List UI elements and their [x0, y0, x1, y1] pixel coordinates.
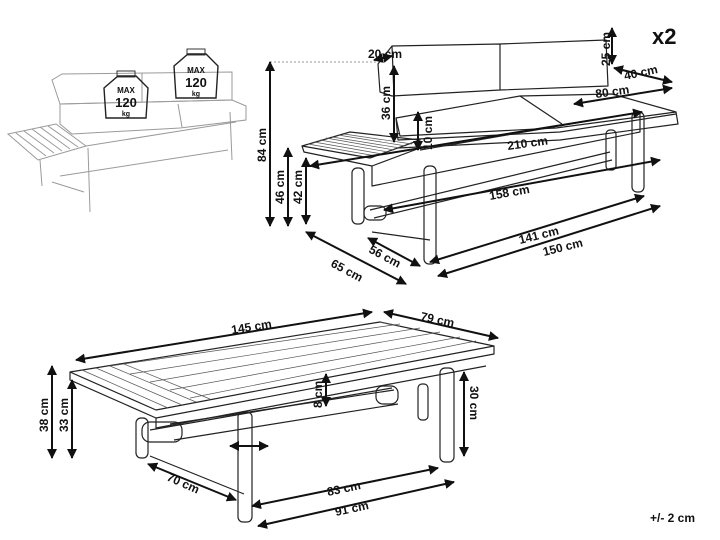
sofa-dimension-lines — [265, 27, 673, 285]
dim-cushion-length: 80 cm — [594, 82, 630, 101]
badge-back-line3: kg — [192, 91, 200, 98]
dim-table-width: 79 cm — [419, 309, 455, 330]
sofa-drawing — [270, 39, 679, 265]
dim-table-apron-height: 8 cm — [311, 381, 325, 408]
dim-table-height: 38 cm — [37, 398, 51, 432]
dim-total-height: 84 cm — [255, 128, 269, 162]
dim-seat-height: 46 cm — [273, 170, 287, 204]
dim-table-base-length: 91 cm — [334, 498, 370, 519]
dim-total-length: 210 cm — [506, 133, 548, 153]
badge-seat-line3: kg — [122, 111, 130, 118]
quantity-multiplier: x2 — [652, 24, 676, 49]
dim-table-length: 145 cm — [230, 317, 272, 337]
dim-backrest-height: 25 cm — [599, 32, 613, 66]
dim-seat-back-height: 36 cm — [379, 86, 393, 120]
table-dimension-lines — [47, 308, 499, 529]
dim-table-inner-length: 83 cm — [326, 478, 362, 499]
table-dimension-labels: 145 cm 79 cm 38 cm 33 cm 8 cm 30 cm 70 c… — [37, 309, 481, 519]
coffee-table-drawing — [69, 321, 495, 523]
badge-back-line1: MAX — [187, 66, 205, 75]
badge-seat-line1: MAX — [117, 86, 135, 95]
weight-badge-seat: MAX 120 kg — [103, 70, 149, 119]
sofa-thumbnail — [6, 71, 247, 213]
dim-cushion-depth: 40 cm — [623, 62, 659, 83]
dim-frame-length-inner: 158 cm — [488, 182, 531, 203]
dim-table-frame-height: 30 cm — [467, 386, 481, 420]
dim-backrest-depth: 20 cm — [368, 47, 402, 61]
tolerance-note: +/- 2 cm — [650, 511, 695, 525]
badge-back-line2: 120 — [185, 75, 207, 90]
dim-cushion-thickness: 10 cm — [421, 116, 435, 150]
sofa-dimension-labels: 20 cm 25 cm 40 cm 80 cm 36 cm 10 cm 84 c… — [255, 32, 659, 285]
weight-badge-back: MAX 120 kg — [173, 48, 219, 99]
dim-table-leg-height: 33 cm — [57, 398, 71, 432]
dim-table-height: 42 cm — [291, 170, 305, 204]
dim-table-depth: 70 cm — [165, 470, 202, 497]
badge-seat-line2: 120 — [115, 95, 137, 110]
